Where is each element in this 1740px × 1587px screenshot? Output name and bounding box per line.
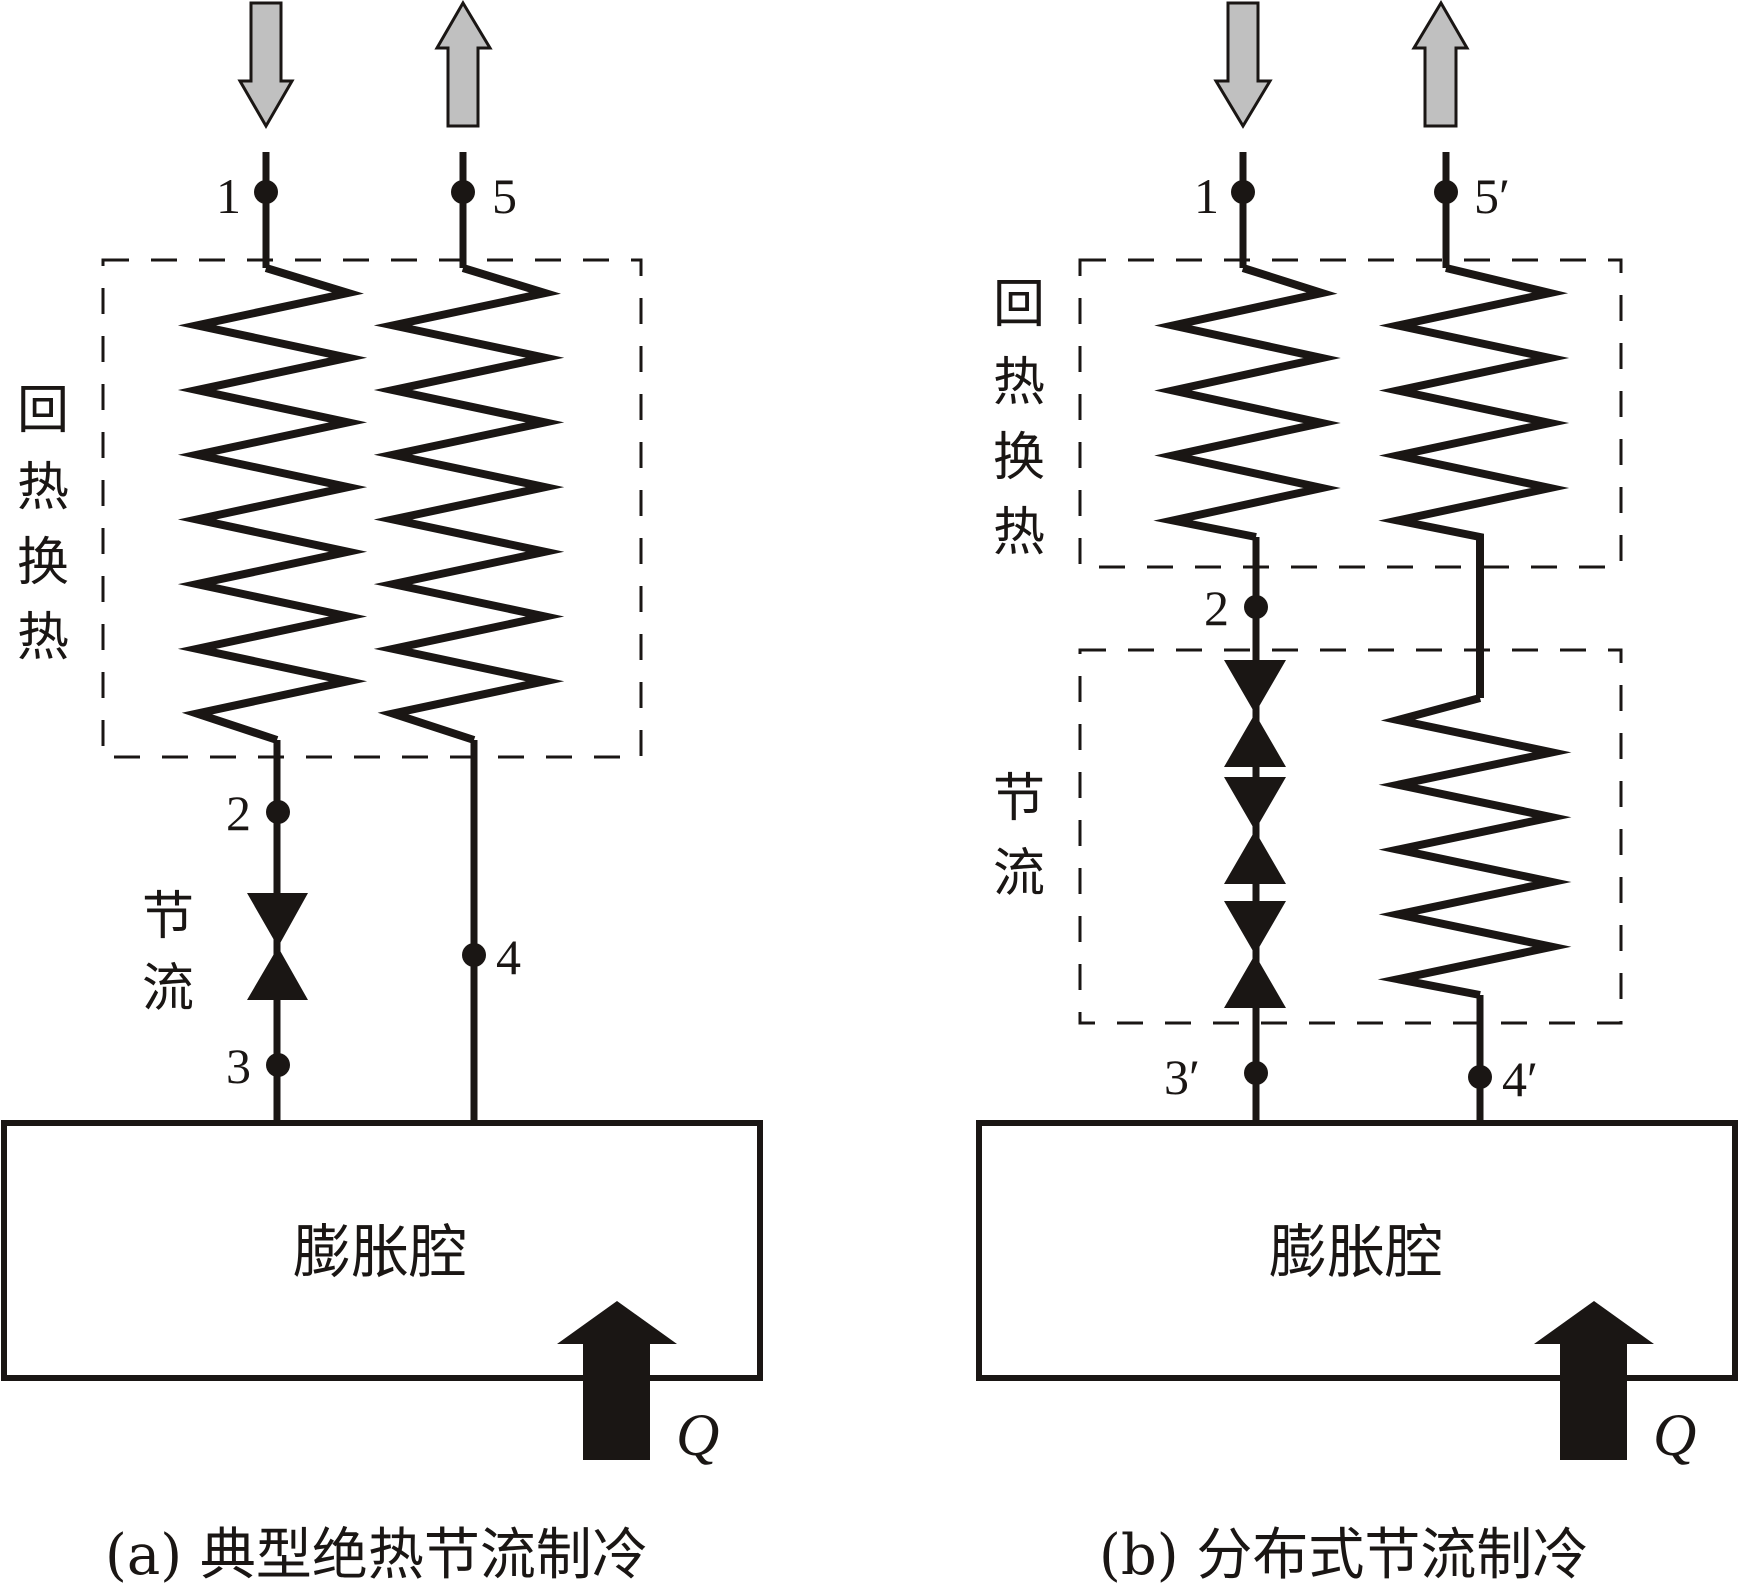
heat-load-up-arrow-icon	[557, 1301, 677, 1460]
panel-b: 1 5′ 2 3′ 4′ 回 热 换 热 节 流 膨胀腔 Q (b) 分布式节流…	[976, 0, 1738, 1587]
state-point-1-label: 1	[1194, 168, 1219, 224]
throttle-label-char-2: 流	[142, 959, 194, 1019]
outlet-up-arrow-icon	[434, 0, 493, 128]
heat-load-up-arrow-icon	[1534, 1301, 1654, 1460]
recuperator-box	[1078, 258, 1623, 569]
state-point-4-dot	[462, 943, 486, 967]
state-point-3-prime-label: 3′	[1164, 1049, 1200, 1105]
recuperator-label-char-3: 换	[993, 428, 1045, 488]
panel-a-caption: (a) 典型绝热节流制冷	[105, 1523, 648, 1587]
heat-load-label: Q	[1653, 1402, 1696, 1468]
recuperator-coil-low-pressure	[1378, 264, 1570, 698]
recuperator-label-char-1: 回	[17, 381, 69, 441]
state-point-2-dot	[266, 800, 290, 824]
outlet-up-arrow-icon	[1411, 0, 1470, 128]
panel-b-caption: (b) 分布式节流制冷	[1099, 1523, 1588, 1587]
state-point-4-label: 4	[496, 929, 521, 985]
recuperator-label-char-2: 热	[17, 458, 69, 518]
throttle-valve-icon	[1224, 660, 1286, 767]
state-point-3-prime-dot	[1244, 1061, 1268, 1085]
throttling-section-coil-low-pressure	[1377, 694, 1572, 999]
inlet-down-arrow-icon	[237, 1, 295, 129]
distributed-throttle-valves	[1224, 660, 1286, 1008]
recuperator-label-char-1: 回	[993, 275, 1045, 335]
expansion-chamber-label: 膨胀腔	[293, 1218, 467, 1286]
throttle-label-char-1: 节	[142, 887, 194, 947]
throttle-label-char-1: 节	[993, 769, 1045, 829]
state-point-4-prime-label: 4′	[1502, 1051, 1538, 1107]
expansion-chamber	[976, 1120, 1738, 1381]
recuperator-label-char-3: 换	[17, 533, 69, 593]
recuperator-coil-low-pressure	[373, 264, 565, 744]
state-point-1-dot	[1231, 180, 1255, 204]
state-point-5-prime-label: 5′	[1474, 168, 1510, 224]
recuperator-coil-high-pressure	[1153, 264, 1341, 541]
recuperator-box	[101, 258, 643, 759]
expansion-chamber-label: 膨胀腔	[1269, 1218, 1443, 1286]
state-point-2-dot	[1244, 595, 1268, 619]
recuperator-label-char-4: 热	[993, 503, 1045, 563]
throttle-label-char-2: 流	[993, 844, 1045, 904]
state-point-3-dot	[266, 1053, 290, 1077]
state-point-2-label: 2	[226, 785, 251, 841]
throttle-valve-icon	[1224, 901, 1286, 1008]
throttle-valve-icon	[247, 893, 308, 1000]
heat-load-label: Q	[676, 1402, 719, 1468]
state-point-4-prime-dot	[1468, 1065, 1492, 1089]
state-point-5-dot	[451, 180, 475, 204]
state-point-1-label: 1	[216, 168, 241, 224]
throttle-valve-icon	[1224, 777, 1286, 884]
recuperator-label-char-2: 热	[993, 353, 1045, 413]
state-point-5-prime-dot	[1434, 180, 1458, 204]
throttling-section-box	[1078, 648, 1623, 1025]
state-point-3-label: 3	[226, 1038, 251, 1094]
state-point-5-label: 5	[492, 168, 517, 224]
panel-a: 1 5 2 3 4 回 热 换 热 节 流 膨胀腔 Q (a) 典型绝热节流制冷	[1, 0, 763, 1587]
state-point-1-dot	[254, 180, 278, 204]
recuperator-coil-high-pressure	[177, 264, 368, 744]
inlet-down-arrow-icon	[1213, 1, 1273, 129]
state-point-2-label: 2	[1204, 580, 1229, 636]
recuperator-label-char-4: 热	[17, 608, 69, 668]
